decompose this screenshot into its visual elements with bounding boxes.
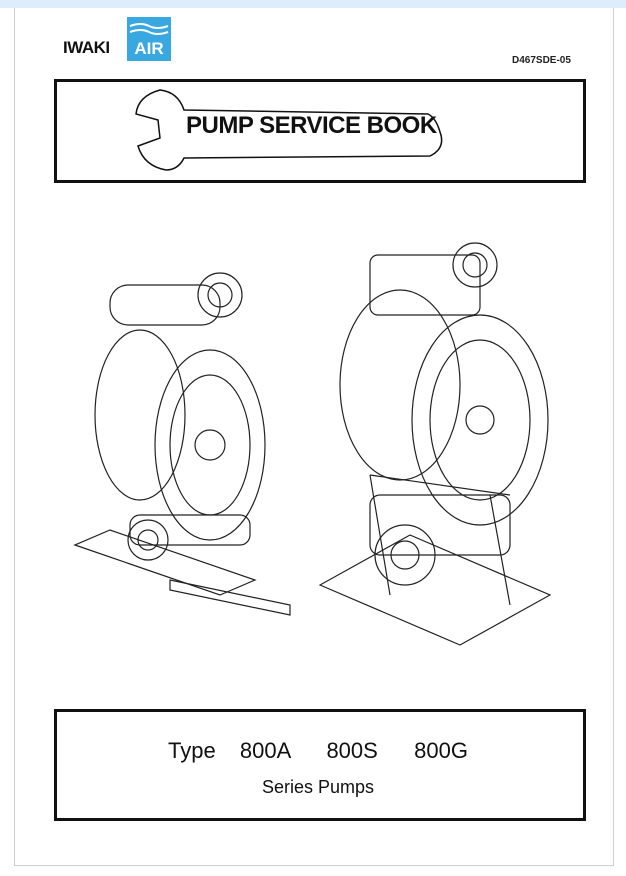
viewer-top-bar — [0, 0, 626, 8]
series-label: Series Pumps — [261, 777, 375, 797]
document-page — [14, 8, 614, 866]
logo-brand: IWAKI — [63, 38, 110, 57]
pump-types: Type 800A 800S 800G — [168, 738, 468, 763]
document-code: D467SDE-05 — [512, 55, 571, 66]
type-frame — [54, 709, 586, 821]
title-frame — [54, 79, 586, 183]
logo-sub: AIR — [134, 39, 164, 58]
logo-badge: AIR — [127, 17, 171, 61]
pump-illustration-icon — [73, 242, 552, 646]
page-title: PUMP SERVICE BOOK — [186, 112, 437, 139]
wrench-icon — [135, 89, 443, 171]
